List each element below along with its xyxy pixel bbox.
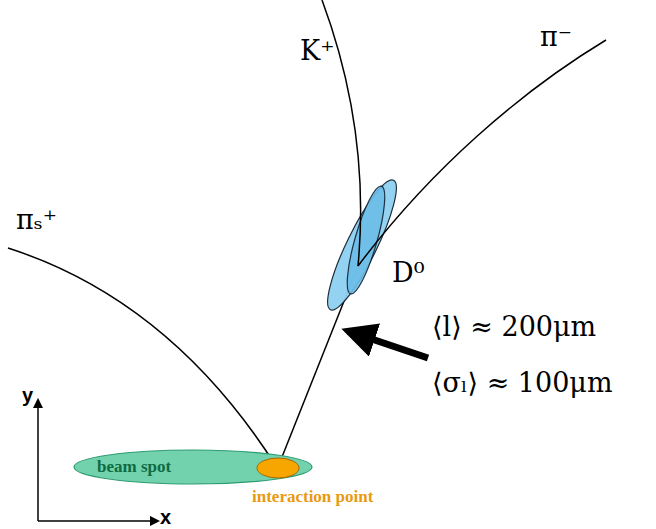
x-axis bbox=[38, 520, 158, 522]
dimension-label: ⟨l⟩ ≈ 200μm bbox=[432, 312, 596, 342]
particle-label: πₛ⁺ bbox=[16, 205, 57, 235]
particle-label: D⁰ bbox=[392, 258, 424, 288]
vertex-error-ellipse bbox=[317, 174, 407, 317]
pion-track bbox=[358, 40, 606, 266]
axis-label: y bbox=[22, 384, 33, 406]
dimension-label: ⟨σₗ⟩ ≈ 100μm bbox=[432, 368, 613, 398]
beam-spot-ellipse: beam spot bbox=[73, 449, 313, 485]
particle-label: K⁺ bbox=[300, 36, 334, 66]
particle-label: π⁻ bbox=[540, 22, 572, 52]
slow-pion-track bbox=[8, 248, 276, 466]
axis-label: x bbox=[160, 506, 171, 528]
region-label: beam spot bbox=[97, 458, 171, 477]
point-label: interaction point bbox=[252, 488, 373, 507]
vertex-error-ellipse bbox=[340, 183, 392, 297]
pointer-arrow bbox=[348, 331, 428, 358]
interaction-point bbox=[257, 458, 299, 478]
y-axis bbox=[37, 400, 39, 521]
